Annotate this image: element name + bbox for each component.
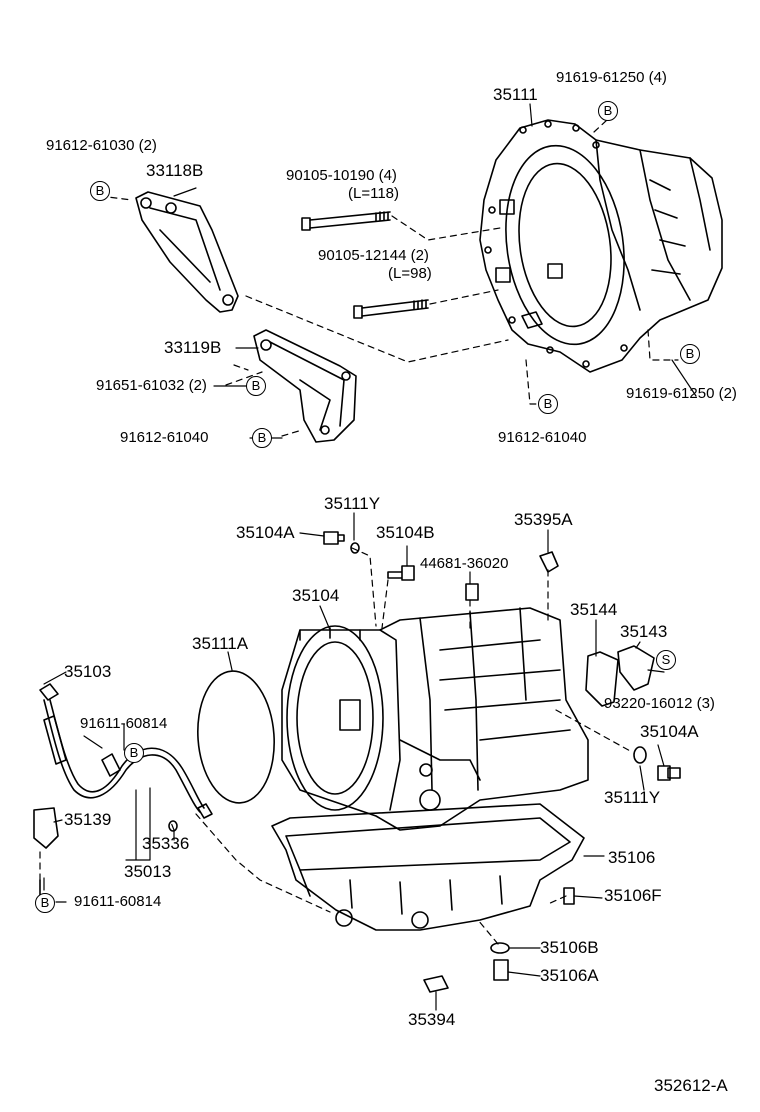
part-label-35111y-top: 35111Y xyxy=(324,494,381,513)
part-label-35013: 35013 xyxy=(124,862,172,881)
part-label-93220-16012: 93220-16012 (3) xyxy=(604,695,715,712)
bracket-33118b-drawing xyxy=(135,191,239,313)
callout-b-icon: B xyxy=(538,394,558,414)
callout-b-icon: B xyxy=(124,743,144,763)
part-label-35144: 35144 xyxy=(570,600,618,619)
part-label-35394: 35394 xyxy=(408,1010,456,1029)
part-label-35104b: 35104B xyxy=(376,523,435,542)
part-label-90105-12144: 90105-12144 (2) xyxy=(318,247,429,264)
part-label-91612-61040-left: 91612-61040 xyxy=(120,429,209,446)
part-label-91612-61030: 91612-61030 (2) xyxy=(46,137,157,154)
callout-b-icon: B xyxy=(252,428,272,448)
part-label-length-118: (L=118) xyxy=(348,185,400,202)
part-label-91611-60814-bottom: 91611-60814 xyxy=(74,893,162,910)
part-label-91611-60814-top: 91611-60814 xyxy=(80,715,168,732)
part-label-35106b: 35106B xyxy=(540,938,599,957)
part-label-35111: 35111 xyxy=(493,85,538,104)
part-label-90105-10190: 90105-10190 (4) xyxy=(286,167,397,184)
part-label-35111a: 35111A xyxy=(192,634,249,653)
clamp-35139-drawing xyxy=(33,807,59,849)
extension-housing-drawing xyxy=(479,119,723,373)
part-label-35104: 35104 xyxy=(292,586,340,605)
part-label-33119b: 33119B xyxy=(164,338,222,357)
part-label-35104a-right: 35104A xyxy=(640,722,699,741)
plate-35144-drawing xyxy=(585,645,655,707)
callout-b-icon: B xyxy=(35,893,55,913)
part-label-44681-36020: 44681-36020 xyxy=(420,555,509,572)
bracket-33119b-drawing xyxy=(253,329,357,443)
callout-b-icon: B xyxy=(598,101,618,121)
part-label-35336: 35336 xyxy=(142,834,190,853)
callout-b-icon: B xyxy=(90,181,110,201)
part-label-35143: 35143 xyxy=(620,622,668,641)
small-parts-drawing xyxy=(39,531,681,993)
part-label-91651-61032: 91651-61032 (2) xyxy=(96,377,207,394)
part-label-35111y-right: 35111Y xyxy=(604,788,661,807)
callout-s-icon: S xyxy=(656,650,676,670)
part-label-91619-61250-right: 91619-61250 (2) xyxy=(626,385,737,402)
gasket-35111a-drawing xyxy=(197,670,275,804)
part-label-91619-61250-top: 91619-61250 (4) xyxy=(556,69,667,86)
part-label-91612-61040-bottom: 91612-61040 xyxy=(498,429,587,446)
callout-b-icon: B xyxy=(246,376,266,396)
part-label-35106f: 35106F xyxy=(604,886,662,905)
part-label-35104a-top: 35104A xyxy=(236,523,295,542)
oil-pan-drawing xyxy=(271,803,585,931)
part-label-length-98: (L=98) xyxy=(388,265,432,282)
oil-tube-drawing xyxy=(39,683,213,819)
part-label-35395a: 35395A xyxy=(514,510,573,529)
transmission-case-drawing xyxy=(281,607,589,831)
callout-b-icon: B xyxy=(680,344,700,364)
part-label-35106: 35106 xyxy=(608,848,656,867)
figure-id: 352612-A xyxy=(654,1076,728,1095)
long-bolts-drawing xyxy=(301,211,429,319)
part-label-35139: 35139 xyxy=(64,810,112,829)
part-label-33118b: 33118B xyxy=(146,161,204,180)
part-label-35106a: 35106A xyxy=(540,966,599,985)
part-label-35103: 35103 xyxy=(64,662,112,681)
